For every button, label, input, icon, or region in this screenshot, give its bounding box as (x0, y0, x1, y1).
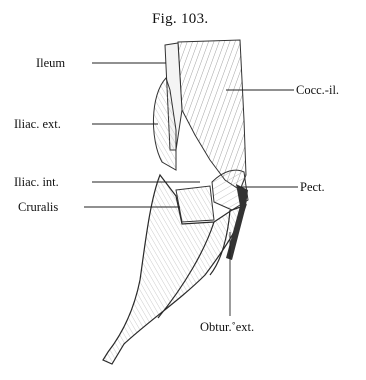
label-cocc-il: Cocc.-il. (296, 83, 339, 97)
cocc-il-muscle (178, 40, 246, 190)
label-ileum: Ileum (36, 56, 65, 70)
label-cruralis: Cruralis (18, 200, 58, 214)
figure-title: Fig. 103. (152, 11, 208, 27)
label-pect: Pect. (300, 180, 325, 194)
leg-muscle-drawing (103, 40, 248, 364)
label-obtur-ext: Obtur.˚ext. (200, 320, 254, 334)
label-iliac-int: Iliac. int. (14, 175, 59, 189)
label-iliac-ext: Iliac. ext. (14, 117, 61, 131)
cruralis-muscle (176, 186, 214, 222)
